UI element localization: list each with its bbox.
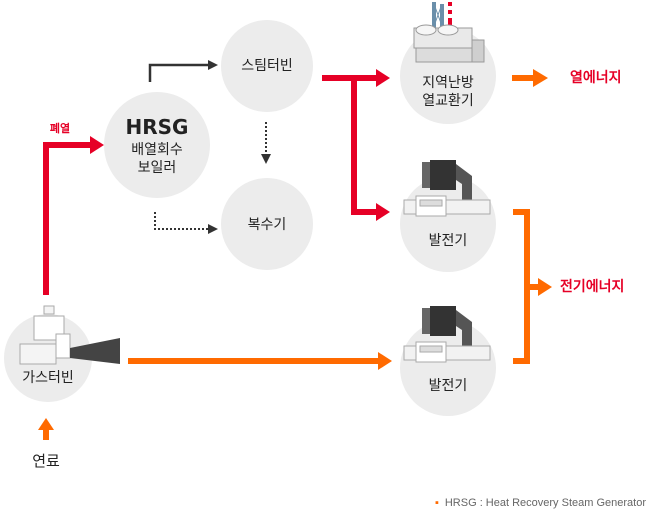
steam-turbine-label: 스팀터빈 (241, 58, 293, 74)
heat-energy-label: 열에너지 (570, 70, 622, 86)
hrsg-to-steam-arrow (148, 63, 210, 82)
generator-upper-label: 발전기 (428, 233, 468, 249)
hrsg-subtitle-1: 배열회수 (131, 142, 183, 158)
hrsg-node (104, 92, 210, 198)
steam-turbine-node (221, 20, 313, 112)
generator-icon (403, 306, 491, 363)
generator-upper-node (400, 176, 496, 272)
exhaust-arrow (43, 142, 92, 295)
electric-bracket (513, 209, 530, 364)
gas-turbine-label: 가스터빈 (22, 370, 74, 386)
generator-lower-label: 발전기 (428, 378, 468, 394)
footnote: ▪HRSG : Heat Recovery Steam Generator (434, 497, 646, 509)
generator-icon (403, 160, 491, 217)
hrsg-title: HRSG (125, 115, 189, 139)
district-heating-label-2: 열교환기 (422, 93, 474, 109)
hrsg-to-condenser-arrow (154, 212, 210, 230)
fuel-label: 연료 (32, 452, 60, 470)
district-heating-label-1: 지역난방 (422, 75, 474, 91)
hrsg-subtitle-2: 보일러 (137, 160, 177, 176)
condenser-node (221, 178, 313, 270)
steam-to-generator-arrow (351, 78, 378, 215)
electric-energy-label: 전기에너지 (560, 279, 625, 295)
gas-turbine-icon (19, 305, 120, 365)
condenser-label: 복수기 (247, 217, 287, 233)
exhaust-label: 폐열 (49, 122, 71, 135)
footnote-text: HRSG : Heat Recovery Steam Generator (444, 497, 646, 509)
factory-icon (413, 2, 485, 63)
